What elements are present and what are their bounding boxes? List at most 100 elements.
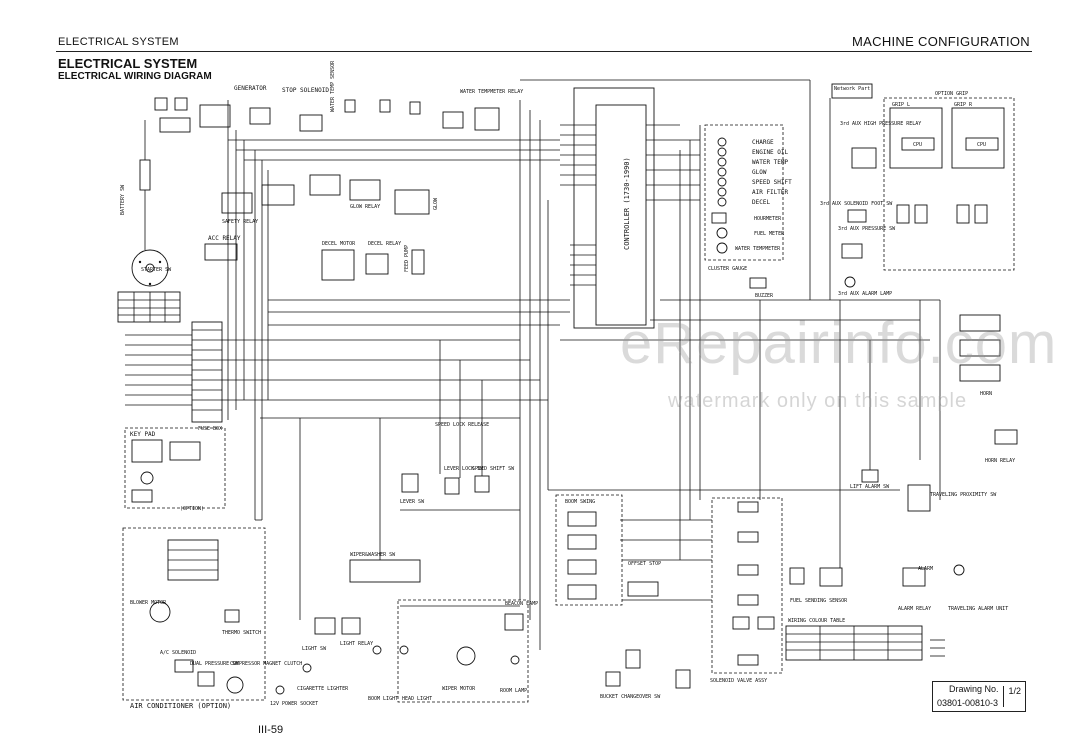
boom-swing-section: BOOM SWING OFFSET STOP BUCKET CHANGEOVER… bbox=[555, 494, 691, 700]
horn-section: HORN HORN RELAY bbox=[959, 314, 1018, 464]
page-title: ELECTRICAL SYSTEM bbox=[58, 56, 198, 71]
acc-relay-label: ACC RELAY bbox=[208, 235, 241, 242]
water-tempmeter-label: WATER TEMPMETER bbox=[735, 246, 781, 252]
sensor-section: WATER TEMP SENSOR WATER TEMPMETER RELAY … bbox=[330, 60, 523, 210]
decel-motor-label: DECEL MOTOR bbox=[322, 241, 356, 247]
glow-relay-label: GLOW RELAY bbox=[350, 204, 380, 210]
battery-label: BATTERY SW bbox=[120, 184, 126, 215]
cluster-gauge: CHARGE ENGINE OIL WATER TEMP GLOW SPEED … bbox=[704, 124, 792, 299]
controller-label: CONTROLLER (1730-1990) bbox=[623, 157, 631, 250]
alarm-lamp-label: 3rd AUX ALARM LAMP bbox=[838, 291, 892, 297]
speed-shift-sw-label: SPEED SHIFT SW bbox=[472, 466, 515, 472]
indicator-water-temp: WATER TEMP bbox=[752, 159, 789, 166]
cluster-gauge-label: CLUSTER GAUGE bbox=[708, 266, 747, 272]
travel-alarm-label: TRAVELING ALARM UNIT bbox=[948, 606, 1008, 612]
travel-sw-label: TRAVELING PROXIMITY SW bbox=[930, 492, 997, 498]
horn-relay-label: HORN RELAY bbox=[985, 458, 1015, 464]
room-lamp-label: ROOM LAMP bbox=[500, 688, 527, 694]
generator-label: GENERATOR bbox=[234, 85, 267, 92]
option-grip: OPTION GRIP GRIP L GRIP R CPU CPU bbox=[883, 91, 1015, 271]
light-sw-label: LIGHT SW bbox=[302, 646, 327, 652]
drawing-number-box: Drawing No. 03801-00810-3 1/2 bbox=[932, 681, 1026, 712]
horn-label: HORN bbox=[980, 391, 992, 397]
pressure-sw-label: 3rd AUX PRESSURE SW bbox=[838, 226, 896, 232]
dual-pressure-label: DUAL PRESSURE SW bbox=[190, 661, 239, 667]
key-pad-label: KEY PAD bbox=[130, 431, 156, 438]
power-socket-label: 12V POWER SOCKET bbox=[270, 701, 318, 707]
indicator-charge: CHARGE bbox=[752, 139, 774, 146]
starter-label: STARTER SW bbox=[141, 267, 172, 273]
option-grip-label: OPTION GRIP bbox=[935, 91, 968, 97]
lever-lock-label: LEVER LOCK SW bbox=[444, 466, 484, 472]
glow-label: GLOW bbox=[433, 197, 439, 210]
indicator-air-filter: AIR FILTER bbox=[752, 189, 789, 196]
key-pad-option: (OPTION) bbox=[180, 506, 204, 512]
generator-section: GENERATOR STOP SOLENOID SAFETY RELAY GLO… bbox=[199, 85, 430, 225]
water-temp-sensor-label: WATER TEMP SENSOR bbox=[330, 60, 336, 112]
water-temp-relay-label: WATER TEMPMETER RELAY bbox=[460, 89, 523, 95]
lever-section: SPEED LOCK RELEASE LEVER SW LEVER LOCK S… bbox=[400, 422, 515, 505]
foot-sw-label: 3rd AUX SOLENOID FOOT SW bbox=[820, 201, 893, 207]
wire-harness bbox=[222, 79, 941, 650]
decel-relay-label: DECEL RELAY bbox=[368, 241, 401, 247]
cpu-right: CPU bbox=[977, 142, 986, 148]
high-pressure-relay-label: 3rd AUX HIGH PRESSURE RELAY bbox=[840, 121, 921, 127]
alarm-label: ALARM bbox=[918, 566, 933, 572]
ac-solenoid-label: A/C SOLENOID bbox=[160, 650, 196, 656]
indicator-engine-oil: ENGINE OIL bbox=[752, 149, 789, 156]
indicator-glow: GLOW bbox=[752, 169, 767, 176]
speed-lock-release-label: SPEED LOCK RELEASE bbox=[435, 422, 489, 428]
page-number: III-59 bbox=[258, 724, 284, 736]
boom-swing-label: BOOM SWING bbox=[565, 499, 595, 505]
solenoid-valve-label: SOLENOID VALVE ASSY bbox=[710, 678, 767, 684]
boom-light-label: BOOM LIGHT bbox=[368, 696, 398, 702]
decel-section: DECEL MOTOR DECEL RELAY FEED PUMP bbox=[321, 241, 425, 281]
thermo-switch-label: THERMO SWITCH bbox=[222, 630, 261, 636]
watermark-main: eRepairinfo.com bbox=[620, 311, 1058, 376]
offset-stop-label: OFFSET STOP bbox=[628, 561, 661, 567]
aux-section: Network Part 3rd AUX HIGH PRESSURE RELAY… bbox=[820, 83, 921, 297]
key-pad: KEY PAD (OPTION) bbox=[124, 427, 226, 512]
header-machine-configuration: MACHINE CONFIGURATION bbox=[852, 34, 1030, 49]
indicator-speed-shift: SPEED SHIFT bbox=[752, 179, 792, 186]
header-rule bbox=[56, 51, 1032, 52]
light-relay-label: LIGHT RELAY bbox=[340, 641, 373, 647]
alarm-relay-label: ALARM RELAY bbox=[898, 606, 931, 612]
lift-alarm-label: LIFT ALARM SW bbox=[850, 484, 890, 490]
watermark-sub: watermark only on this sample bbox=[668, 390, 968, 412]
page-subtitle: ELECTRICAL WIRING DIAGRAM bbox=[58, 71, 212, 82]
drawing-number: 03801-00810-3 bbox=[937, 698, 999, 708]
drawing-number-label: Drawing No. bbox=[949, 684, 999, 694]
fuel-sensor-label: FUEL SENDING SENSOR bbox=[790, 598, 848, 604]
cpu-left: CPU bbox=[913, 142, 922, 148]
air-conditioner-label: AIR CONDITIONER (OPTION) bbox=[130, 702, 231, 710]
starter-switch: STARTER SW bbox=[117, 249, 181, 323]
wiper-motor-label: WIPER MOTOR bbox=[442, 686, 476, 692]
drawing-sheet: 1/2 bbox=[1003, 686, 1021, 707]
solenoid-valves: SOLENOID VALVE ASSY bbox=[710, 497, 783, 684]
head-light-label: HEAD LIGHT bbox=[402, 696, 432, 702]
beacon-lamp-label: BEACON LAMP bbox=[505, 601, 538, 607]
battery-section: BATTERY SW bbox=[120, 97, 191, 250]
hourmeter-label: HOURMETER bbox=[754, 216, 782, 222]
wiring-table-label: WIRING COLOUR TABLE bbox=[788, 618, 845, 624]
network-part-label: Network Part bbox=[834, 86, 870, 92]
wiper-section: WIPER&WASHER SW WIPER MOTOR BEACON LAMP … bbox=[270, 552, 538, 707]
stop-solenoid-label: STOP SOLENOID bbox=[282, 87, 329, 94]
blower-motor-label: BLOWER MOTOR bbox=[130, 600, 167, 606]
feed-pump-label: FEED PUMP bbox=[404, 245, 410, 272]
indicator-decel: DECEL bbox=[752, 199, 770, 206]
fuse-box: FUSE BOX bbox=[125, 321, 223, 432]
cigarette-lighter-label: CIGARETTE LIGHTER bbox=[297, 686, 349, 692]
controller-module: CONTROLLER (1730-1990) bbox=[560, 87, 700, 329]
grip-l-label: GRIP L bbox=[892, 102, 910, 108]
acc-relay: ACC RELAY bbox=[204, 235, 241, 261]
wiper-washer-label: WIPER&WASHER SW bbox=[350, 552, 396, 558]
fuel-meter-label: FUEL METER bbox=[754, 231, 785, 237]
grip-r-label: GRIP R bbox=[954, 102, 973, 108]
safety-relay-label: SAFETY RELAY bbox=[222, 219, 258, 225]
travel-section: LIFT ALARM SW TRAVELING PROXIMITY SW ALA… bbox=[789, 469, 1008, 612]
wiring-colour-table: WIRING COLOUR TABLE bbox=[785, 618, 945, 661]
buzzer-label: BUZZER bbox=[755, 293, 774, 299]
